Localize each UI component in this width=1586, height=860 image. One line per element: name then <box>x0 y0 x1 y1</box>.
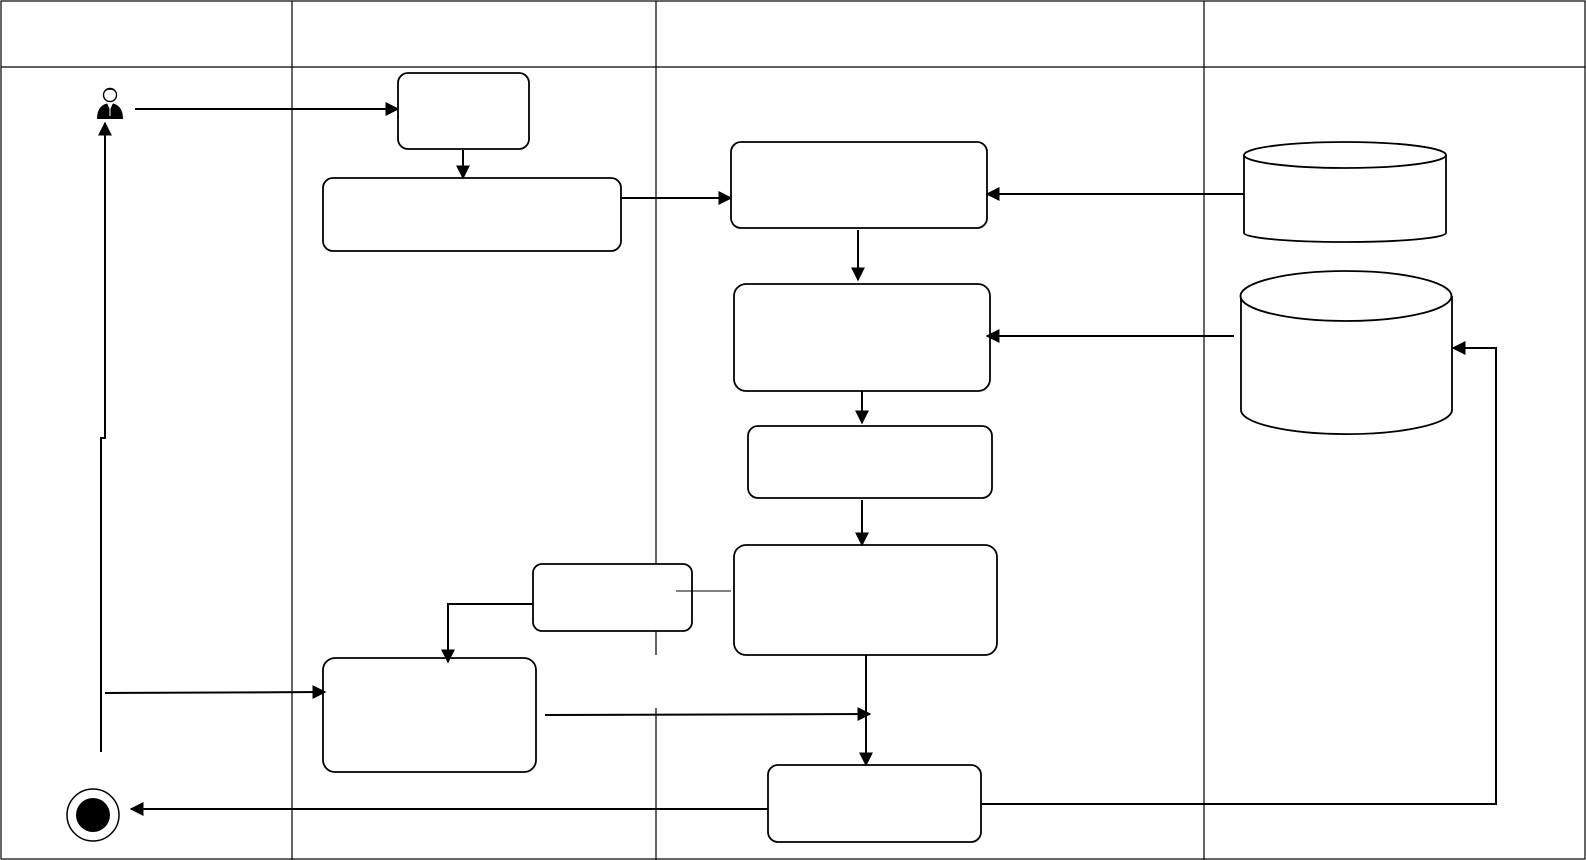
user-icon <box>97 87 123 119</box>
activity-box-4 <box>733 283 991 392</box>
activity-box-8 <box>322 657 537 773</box>
activity-box-5 <box>747 425 993 499</box>
flow-connectors <box>98 102 1497 816</box>
activity-box-2 <box>322 177 622 252</box>
activity-box-3 <box>730 141 988 229</box>
datastore-1 <box>1243 141 1447 243</box>
activity-box-6 <box>733 544 998 656</box>
activity-box-1 <box>397 72 530 150</box>
activity-box-9 <box>767 764 982 843</box>
datastore-2 <box>1239 270 1453 435</box>
end-node-icon <box>66 788 120 842</box>
activity-box-7 <box>532 563 693 632</box>
